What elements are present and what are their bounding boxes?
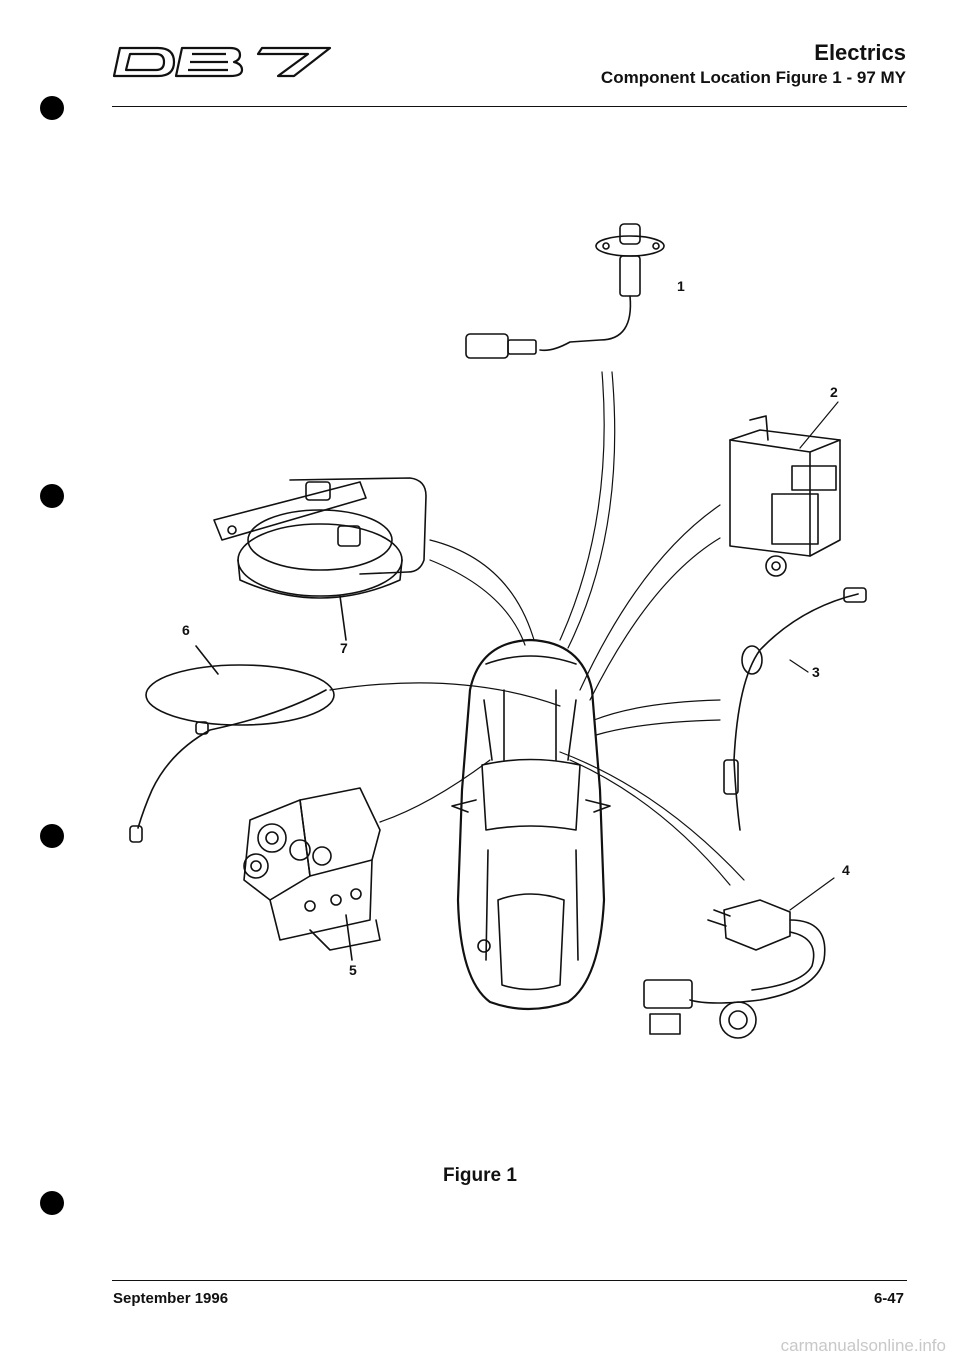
binder-hole-icon <box>40 96 64 120</box>
callout-7: 7 <box>340 640 348 656</box>
callout-1: 1 <box>677 278 685 294</box>
item-5-hydraulic-unit <box>243 787 381 961</box>
watermark: carmanualsonline.info <box>780 1336 946 1355</box>
car-outline <box>451 638 611 1011</box>
item-4-connector <box>643 899 826 1039</box>
component-location-diagram <box>129 223 867 1039</box>
item-7-horn <box>213 477 427 641</box>
callout-3: 3 <box>812 664 820 680</box>
binder-hole-icon <box>40 824 64 848</box>
item-3-sensor-lead <box>723 587 867 831</box>
item-6-cable <box>129 645 335 843</box>
item-1-sensor <box>465 223 665 359</box>
binder-hole-icon <box>40 484 64 508</box>
callout-4: 4 <box>842 862 850 878</box>
figure-caption: Figure 1 <box>443 1165 517 1186</box>
page-subtitle: Component Location Figure 1 - 97 MY <box>600 68 906 87</box>
header-rule <box>112 106 907 107</box>
footer-rule <box>112 1280 907 1281</box>
page-title: Electrics <box>814 40 906 65</box>
callout-2: 2 <box>830 384 838 400</box>
item-2-module <box>729 415 841 577</box>
page-number: 6-47 <box>873 1290 904 1307</box>
callout-5: 5 <box>349 962 357 978</box>
db7-logo-icon <box>112 46 332 78</box>
binder-hole-icon <box>40 1191 64 1215</box>
footer-date: September 1996 <box>113 1290 229 1307</box>
callout-6: 6 <box>182 622 190 638</box>
